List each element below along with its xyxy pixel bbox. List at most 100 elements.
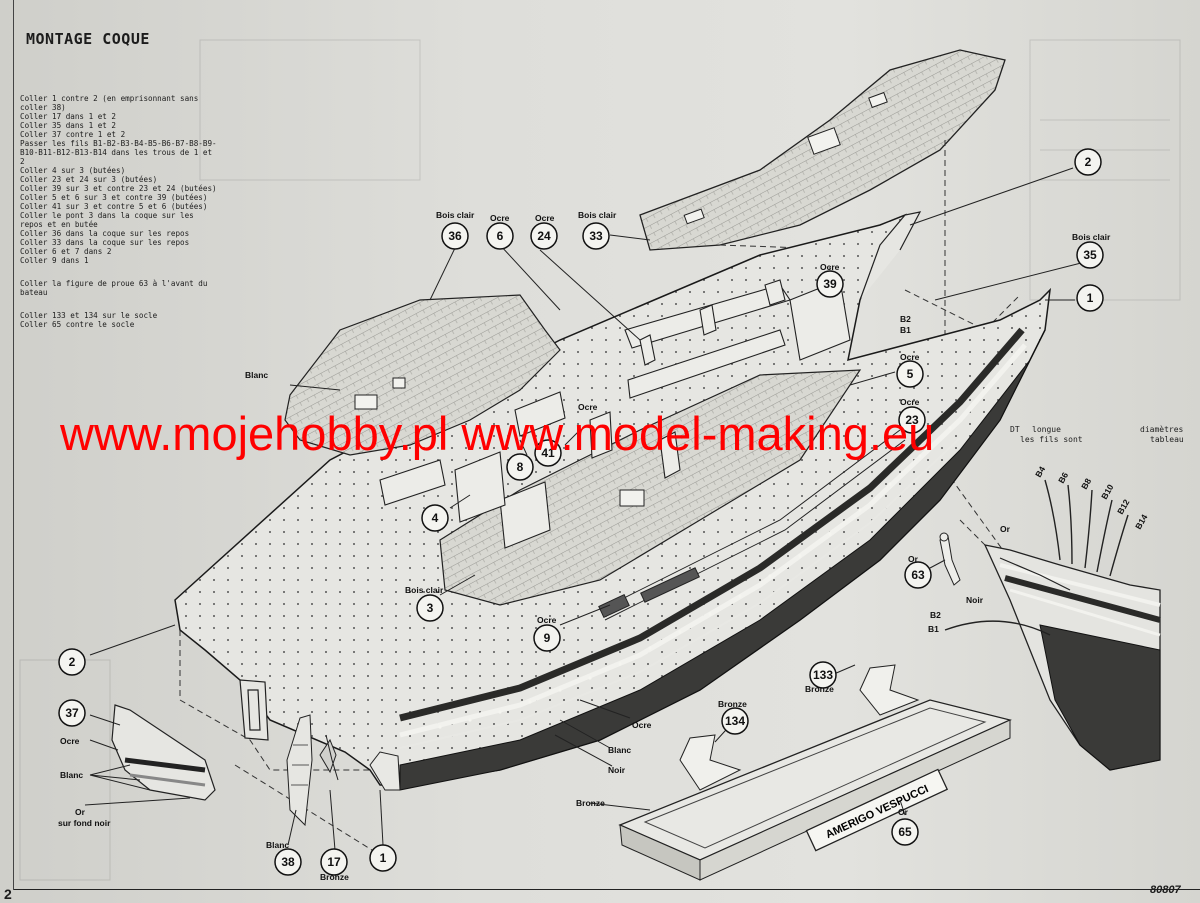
fore-deck-part-36 xyxy=(284,294,561,456)
callout-23 xyxy=(898,406,926,434)
instruction-line: Coller 41 sur 3 et contre 5 et 6 (butées… xyxy=(20,202,208,211)
callout-1-bottom xyxy=(369,844,397,872)
page-title: MONTAGE COQUE xyxy=(26,30,150,48)
side-note-text: les fils sont xyxy=(1020,435,1083,444)
side-note-text: DT xyxy=(1010,425,1020,434)
color-label: Or xyxy=(908,554,919,564)
callout-number: 8 xyxy=(517,460,524,474)
instruction-line: Coller 1 contre 2 (en emprisonnant sans … xyxy=(20,94,199,112)
callout-3 xyxy=(416,594,444,622)
callout-number: 65 xyxy=(898,825,912,839)
callout-8 xyxy=(506,453,534,481)
instruction-line: Coller la figure de proue 63 à l'avant d… xyxy=(20,279,208,297)
thread-label: B1 xyxy=(900,325,911,335)
color-label: Bronze xyxy=(718,699,747,709)
callout-37 xyxy=(58,699,86,727)
color-label: Or xyxy=(898,807,909,817)
side-note-text: diamètres xyxy=(1140,424,1184,434)
instruction-line: Coller 133 et 134 sur le socle xyxy=(20,311,158,320)
color-label: Ocre xyxy=(535,213,555,223)
color-label: sur fond noir xyxy=(58,818,111,828)
stern-part-37 xyxy=(111,704,216,801)
color-label: Bronze xyxy=(805,684,834,694)
callout-number: 17 xyxy=(327,855,341,869)
callout-4 xyxy=(421,504,449,532)
upper-deck-part-33 xyxy=(639,49,1006,251)
callout-number: 6 xyxy=(497,229,504,243)
thread-label: B12 xyxy=(1115,497,1132,516)
side-note-text: longue xyxy=(1032,425,1061,434)
color-label: Ocre xyxy=(632,720,652,730)
callout-33 xyxy=(582,222,610,250)
instruction-line: Coller 5 et 6 sur 3 et contre 39 (butées… xyxy=(20,193,208,202)
callout-number: 5 xyxy=(907,367,914,381)
color-label: Ocre xyxy=(900,397,920,407)
callout-17 xyxy=(320,848,348,876)
rudder-part-38 xyxy=(286,714,313,827)
color-label: Blanc xyxy=(245,370,268,380)
bow-detail-inset xyxy=(944,479,1161,771)
instruction-line: Coller 9 dans 1 xyxy=(20,256,89,265)
callout-134 xyxy=(721,707,749,735)
callout-133 xyxy=(809,661,837,689)
callout-number: 63 xyxy=(911,568,925,582)
callout-number: 33 xyxy=(589,229,603,243)
callout-number: 24 xyxy=(537,229,551,243)
thread-label: B2 xyxy=(900,314,911,324)
color-label: Ocre xyxy=(820,262,840,272)
side-note-text: tableau xyxy=(1150,435,1184,444)
color-label: Bois clair xyxy=(578,210,617,220)
color-label: Bois clair xyxy=(405,585,444,595)
website-watermark: www.mojehobby.pl www.model-making.eu xyxy=(60,407,935,460)
instruction-line: Coller 65 contre le socle xyxy=(20,320,135,329)
side-note: DT longue diamètres les fils sont tablea… xyxy=(1010,424,1184,444)
hull-side-rails xyxy=(598,429,906,621)
color-label: Ocre xyxy=(490,213,510,223)
callout-number: 2 xyxy=(1085,155,1092,169)
color-label: Bronze xyxy=(576,798,605,808)
reference-number: 80807 xyxy=(1150,884,1181,896)
thread-label: B6 xyxy=(1056,470,1070,485)
thread-label: B4 xyxy=(1033,464,1047,479)
color-label: Blanc xyxy=(608,745,631,755)
callout-number: 39 xyxy=(823,277,837,291)
instruction-line: Coller le pont 3 dans la coque sur les r… xyxy=(20,211,194,229)
callout-number: 1 xyxy=(380,851,387,865)
page-number: 2 xyxy=(4,886,12,902)
color-label: Ocre xyxy=(537,615,557,625)
transom-part-1 xyxy=(239,679,269,741)
callout-number: 38 xyxy=(281,855,295,869)
color-label: Noir xyxy=(966,595,984,605)
thread-label: B8 xyxy=(1079,476,1093,491)
color-label: Noir xyxy=(608,765,626,775)
callout-numbers: 36 6 24 33 2 35 1 39 5 23 8 41 4 3 9 63 … xyxy=(65,155,1097,869)
callout-9 xyxy=(533,624,561,652)
callout-number: 23 xyxy=(905,413,919,427)
callout-38 xyxy=(274,848,302,876)
callout-number: 41 xyxy=(541,446,555,460)
instruction-line: Coller 35 dans 1 et 2 xyxy=(20,121,117,130)
instruction-line: Coller 23 et 24 sur 3 (butées) xyxy=(20,175,158,184)
page-border-left xyxy=(13,0,14,890)
paint-color-labels: Bois clair Ocre Ocre Bois clair Bois cla… xyxy=(58,210,1111,882)
callout-number: 36 xyxy=(448,229,462,243)
color-label: Ocre xyxy=(900,352,920,362)
propeller-part-17 xyxy=(319,734,339,781)
instruction-line: Passer les fils B1-B2-B3-B4-B5-B6-B7-B8-… xyxy=(20,139,217,166)
leader-lines xyxy=(84,167,1086,851)
callout-2-top xyxy=(1074,148,1102,176)
callout-number: 134 xyxy=(725,714,745,728)
color-label: Bronze xyxy=(320,872,349,882)
bulkhead-parts xyxy=(379,279,851,549)
display-stand-base xyxy=(618,664,1012,881)
figurehead-part-63 xyxy=(939,532,961,586)
color-label: Ocre xyxy=(578,402,598,412)
instruction-line: Coller 4 sur 3 (butées) xyxy=(20,166,126,175)
instruction-line: Coller 39 sur 3 et contre 23 et 24 (buté… xyxy=(20,184,217,193)
callout-bubbles xyxy=(58,148,1104,876)
thread-label: B1 xyxy=(928,624,939,634)
color-label: Blanc xyxy=(266,840,289,850)
callout-35 xyxy=(1076,241,1104,269)
color-label: Bois clair xyxy=(436,210,475,220)
